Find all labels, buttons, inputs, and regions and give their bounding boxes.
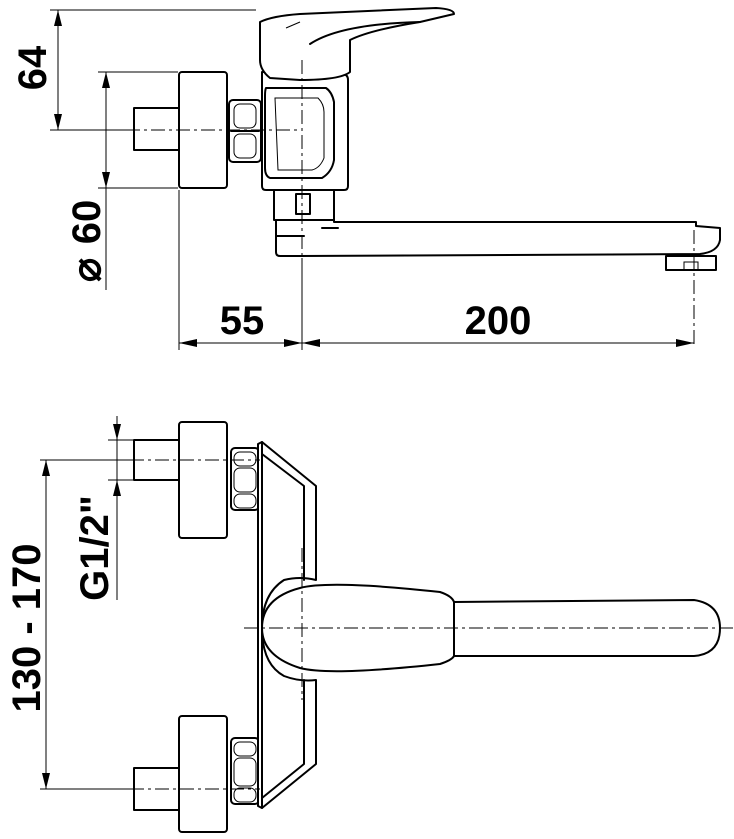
side-pipe-stub [133, 107, 181, 151]
front-lever [261, 583, 721, 673]
dim-label-60: 60 [65, 200, 109, 245]
side-body [261, 71, 349, 191]
side-aerator [665, 255, 717, 271]
front-rosette-upper [178, 421, 228, 539]
front-hex-nut-lower [230, 737, 260, 805]
diameter-symbol-icon: ⌀ [65, 258, 109, 282]
dimension-horizontal: 55 200 [178, 190, 694, 350]
side-spout [275, 219, 721, 257]
side-view [126, 7, 721, 346]
dim-label-center-distance: 130 - 170 [5, 543, 49, 712]
dim-label-200: 200 [465, 299, 532, 343]
dim-label-thread: G1/2" [73, 495, 117, 601]
dimension-diameter: 60 ⌀ [65, 71, 178, 290]
dim-label-55: 55 [220, 299, 265, 343]
dim-label-64: 64 [11, 45, 55, 90]
front-view [130, 421, 734, 833]
front-hex-nut-upper [230, 447, 260, 511]
front-rosette-lower [178, 715, 228, 833]
dimension-height: 64 [11, 9, 256, 131]
side-lever [259, 7, 455, 81]
dimension-thread: G1/2" [73, 416, 134, 601]
dimension-center-distance: 130 - 170 [5, 459, 134, 790]
